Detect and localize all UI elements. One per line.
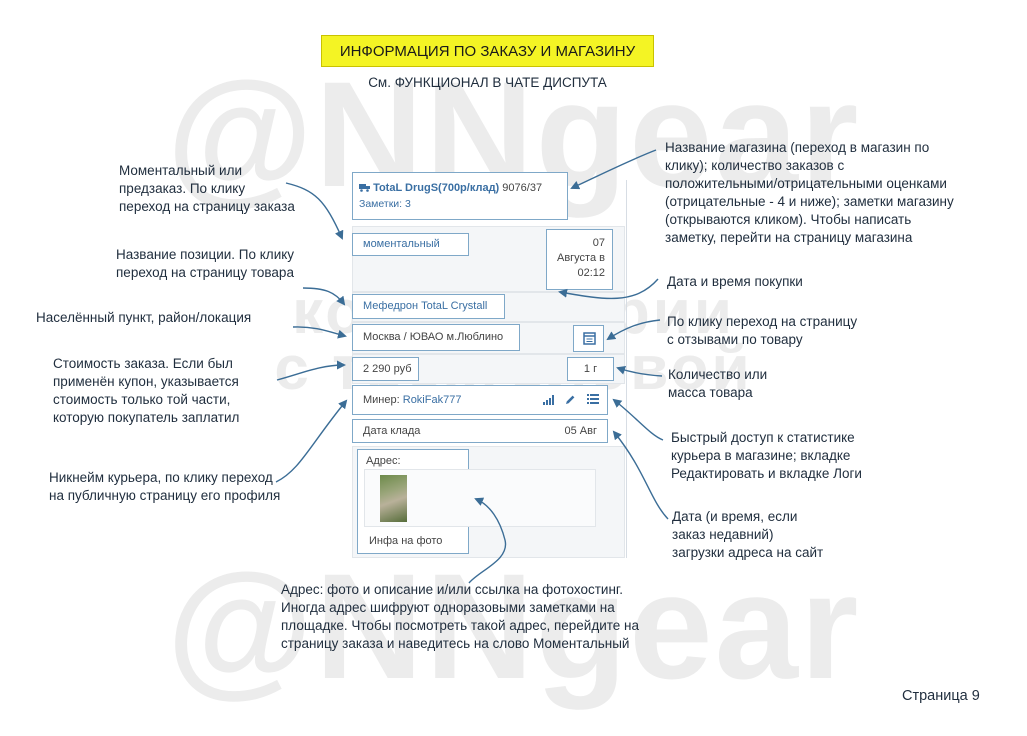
reviews-button[interactable] (573, 325, 604, 352)
address-label: Адрес: (366, 455, 401, 467)
store-order-count: 9076/37 (502, 182, 543, 194)
arrow-courier (275, 399, 348, 483)
courier-label: Минер: (363, 394, 400, 406)
store-line: TotaL DrugS(700р/клад) 9076/37 (359, 182, 561, 194)
address-caption: Инфа на фото (369, 535, 443, 547)
truck-icon (359, 184, 370, 192)
drop-date-value: 05 Авг (564, 425, 597, 437)
purchase-date-day: 07 (592, 237, 605, 249)
watermark-bottom: @NNgear (166, 542, 861, 710)
note-address: Адрес: фото и описание и/или ссылка на ф… (281, 582, 640, 651)
note-location: Населённый пункт, район/локация (36, 310, 252, 325)
page-subtitle: См. ФУНКЦИОНАЛ В ЧАТЕ ДИСПУТА (368, 75, 607, 90)
note-purchase-date: Дата и время покупки (667, 274, 803, 289)
courier-nickname-link[interactable]: RokiFak777 (402, 394, 462, 406)
page-number: Страница 9 (902, 688, 980, 704)
panel-divider (626, 180, 627, 558)
store-info-box[interactable]: TotaL DrugS(700р/клад) 9076/37 Заметки: … (352, 172, 568, 220)
bar-chart-icon[interactable] (543, 395, 554, 405)
order-quantity: 1 г (567, 357, 614, 381)
list-icon[interactable] (587, 394, 599, 405)
drop-date-label: Дата клада (363, 425, 421, 437)
purchase-date-month: Августа в (556, 252, 605, 264)
calendar-list-icon (583, 332, 596, 345)
store-notes-link[interactable]: Заметки: 3 (359, 198, 411, 210)
purchase-date-box: 07 Августа в 02:12 (546, 229, 613, 290)
address-photo[interactable] (380, 475, 407, 522)
purchase-date-time: 02:12 (577, 267, 605, 279)
arrow-courier-stats (612, 398, 664, 441)
store-name-link[interactable]: TotaL DrugS(700р/клад) (373, 182, 500, 194)
location-field: Москва / ЮВАО м.Люблино (352, 324, 520, 351)
page-title: ИНФОРМАЦИЯ ПО ЗАКАЗУ И МАГАЗИНУ (321, 35, 654, 67)
drop-date-row: Дата клада 05 Авг (352, 419, 608, 443)
pencil-icon[interactable] (564, 394, 576, 406)
order-price: 2 290 руб (352, 357, 419, 381)
courier-row: Минер: RokiFak777 (352, 385, 608, 415)
product-name-link[interactable]: Мефедрон TotaL Crystall (352, 294, 505, 319)
order-type-link[interactable]: моментальный (352, 233, 469, 256)
